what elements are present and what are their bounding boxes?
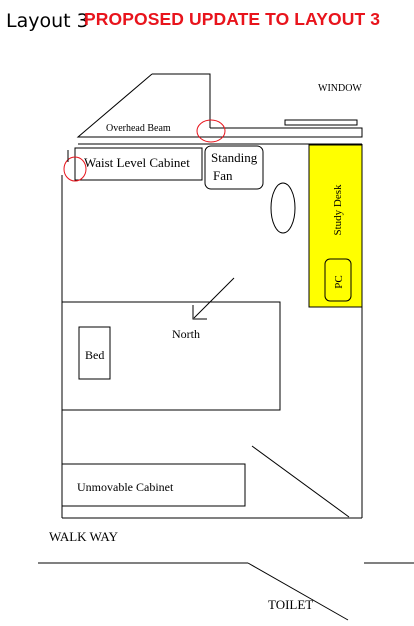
- pc-label: PC: [333, 275, 345, 289]
- bed-label: Bed: [85, 348, 105, 362]
- window-label: WINDOW: [318, 83, 362, 94]
- proposal-title: PROPOSED UPDATE TO LAYOUT 3: [84, 9, 381, 29]
- unmovable-cabinet: [61, 463, 246, 507]
- oval-object: [270, 182, 296, 234]
- study-desk: [308, 144, 363, 308]
- north-arrow-head: [192, 305, 207, 320]
- pc-box: [324, 258, 352, 302]
- standing-fan-label-line1: Standing: [211, 150, 258, 165]
- walk-way-label: WALK WAY: [49, 529, 118, 544]
- bed-area: [61, 301, 281, 411]
- beam-outline: [76, 73, 363, 138]
- toilet-diagonal: [247, 562, 349, 621]
- unmovable-cabinet-label: Unmovable Cabinet: [77, 480, 174, 494]
- waist-level-cabinet: [74, 147, 203, 181]
- north-label: North: [172, 327, 200, 341]
- highlight-circle-cabinet: [63, 156, 87, 182]
- north-arrow-line: [193, 277, 235, 319]
- standing-fan-label-line2: Fan: [213, 168, 233, 183]
- highlight-circle-beam: [196, 119, 226, 143]
- layout-label: Layout 3: [6, 10, 89, 32]
- toilet-label: TOILET: [268, 597, 314, 612]
- window-rect: [284, 119, 358, 126]
- door-swing-line: [251, 445, 350, 518]
- overhead-beam-label: Overhead Beam: [106, 123, 171, 134]
- study-desk-label: Study Desk: [332, 184, 344, 236]
- standing-fan: [204, 145, 264, 190]
- bed: [78, 326, 111, 380]
- waist-level-cabinet-label: Waist Level Cabinet: [84, 155, 190, 170]
